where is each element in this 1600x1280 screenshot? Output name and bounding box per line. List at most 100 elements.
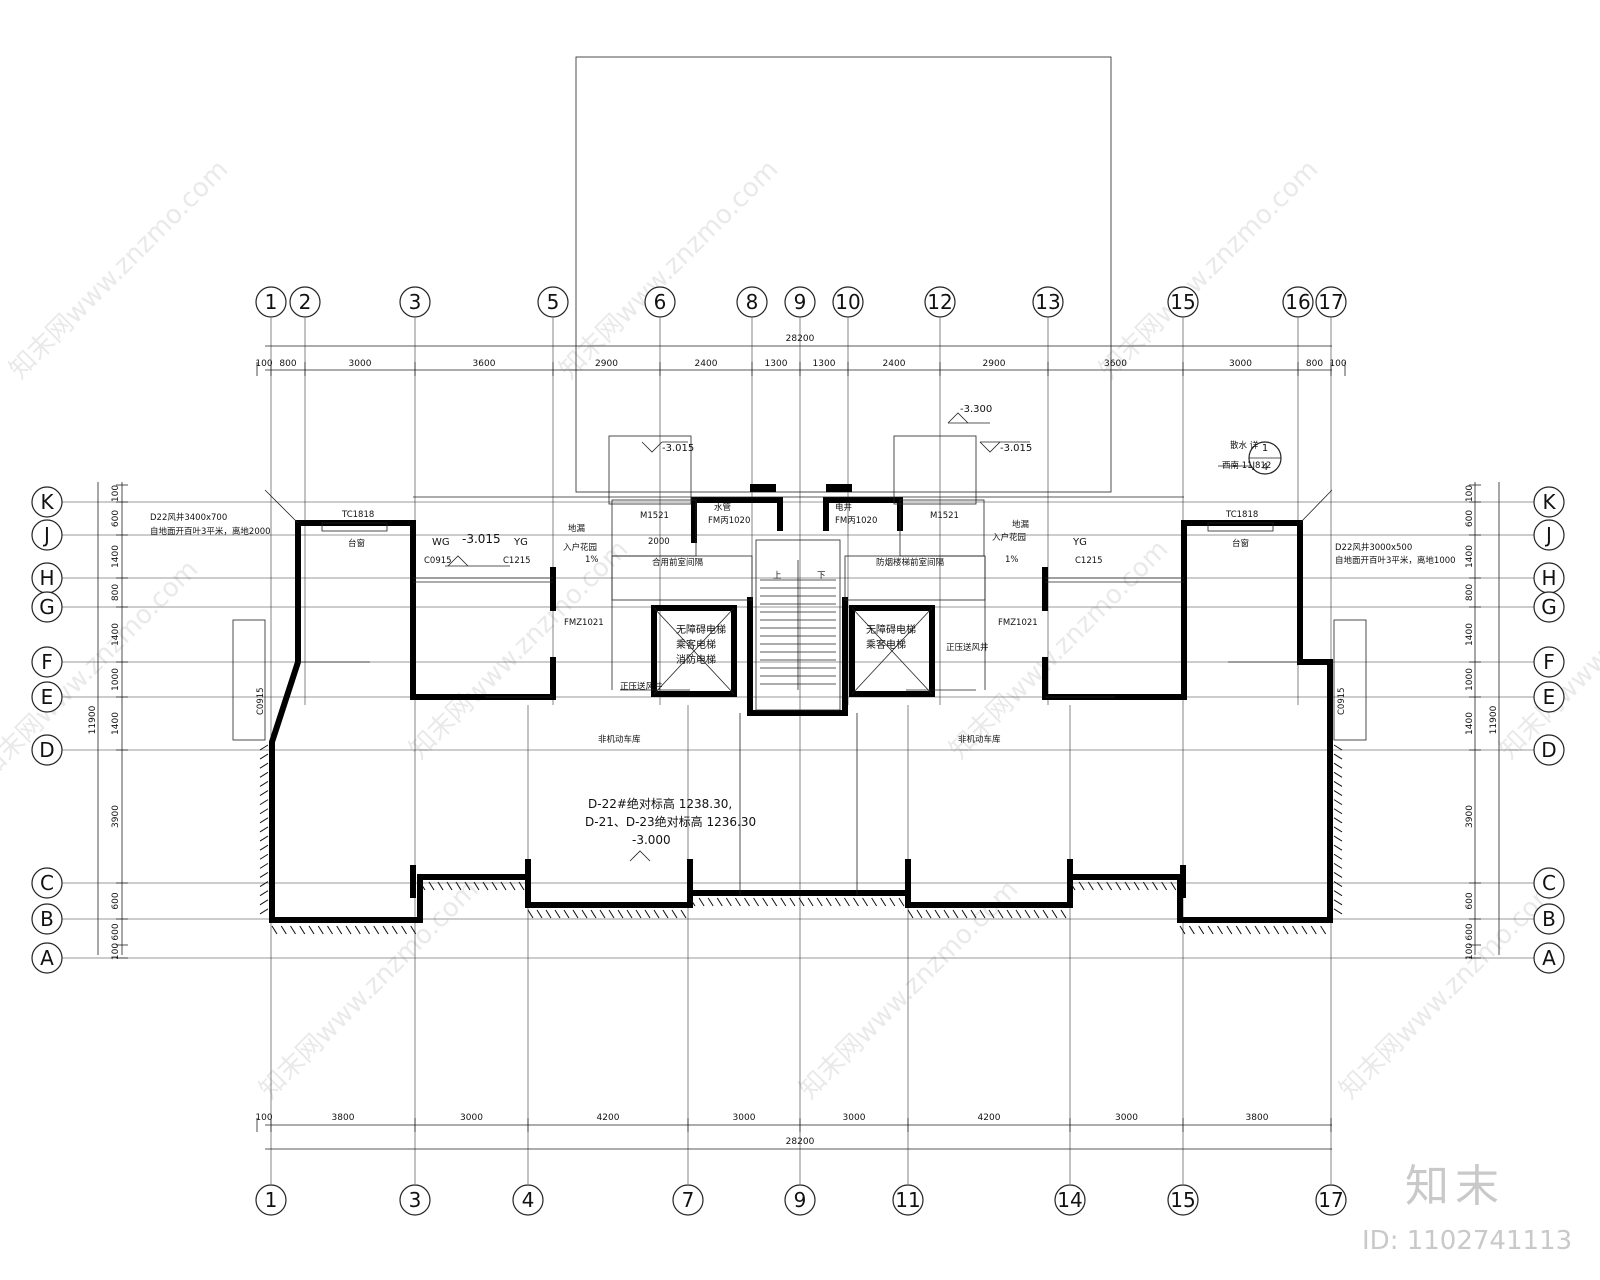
door-code: FMZ1021 — [998, 618, 1038, 628]
shaft-note: D22风井3400x700 — [150, 512, 227, 523]
axis-label: A — [1542, 946, 1556, 970]
hatch-stroke — [997, 909, 1004, 919]
drain-label: 地漏 — [1012, 519, 1030, 530]
hatch-stroke — [599, 909, 606, 919]
hatch-stroke — [617, 909, 624, 919]
labels: -3.015 -3.015 -3.300 -3.015 WG YG YG C09… — [150, 404, 1456, 847]
hatch-stroke — [961, 909, 968, 919]
dimension-value: 1400 — [111, 545, 121, 568]
axis-bubble — [31, 681, 63, 713]
elevator-label: 消防电梯 — [676, 653, 716, 666]
hatch-stroke — [988, 909, 995, 919]
hatch-stroke — [391, 925, 398, 935]
hatch-stroke — [734, 897, 741, 907]
hatch-stroke — [259, 862, 269, 869]
axis-bubble — [736, 286, 768, 318]
hatch-stroke — [554, 909, 561, 919]
axis-label: H — [39, 566, 54, 590]
dimension-value: 3900 — [111, 805, 121, 828]
hatch-stroke — [259, 835, 269, 842]
hatch-stroke — [259, 790, 269, 796]
hatch-stroke — [653, 909, 660, 919]
dimension-value: 1400 — [1465, 545, 1475, 568]
hatch-stroke — [1333, 799, 1343, 806]
hatch-stroke — [1333, 771, 1343, 778]
stair-treads — [760, 579, 836, 685]
hatch-stroke — [1333, 853, 1343, 860]
hatch-stroke — [259, 808, 269, 815]
elevation-note: D-21、D-23绝对标高 1236.30 — [585, 814, 756, 829]
watermark: 知末网www.znzmo.com — [554, 154, 785, 385]
dimension-value: 600 — [1465, 923, 1475, 940]
axis-bubble — [644, 286, 676, 318]
hatch-stroke — [345, 925, 352, 935]
dimension-value: 1400 — [111, 712, 121, 735]
dimension-value: 100 — [255, 1113, 272, 1123]
hatch-stroke — [1333, 790, 1343, 796]
hatch-stroke — [1106, 881, 1113, 891]
detail-sheet: 4 — [1262, 462, 1268, 473]
shaft-label: 正压送风井 — [946, 642, 989, 653]
detail-callout: 1 4 — [1218, 441, 1282, 475]
hatch-stroke — [259, 872, 269, 878]
hatch-stroke — [581, 909, 588, 919]
hatch-stroke — [671, 909, 678, 919]
dimension-value: 2900 — [595, 359, 618, 369]
window-code: C0915 — [256, 687, 266, 715]
hatch-stroke — [259, 853, 269, 860]
hatch-stroke — [898, 897, 905, 907]
hatch-stroke — [934, 909, 941, 919]
dimension-value: 3000 — [349, 359, 372, 369]
hatch-stroke — [1087, 881, 1094, 891]
hatch-stroke — [789, 897, 796, 907]
axis-bubble — [1167, 286, 1199, 318]
dimension-value: 100 — [1329, 359, 1346, 369]
shaft-label: 正压送风井 — [620, 681, 663, 692]
hatch-stroke — [1235, 925, 1242, 935]
hatch-stroke — [1333, 908, 1343, 915]
hatch-stroke — [626, 909, 633, 919]
hatch-stroke — [635, 909, 642, 919]
dimension-value: 1400 — [1465, 623, 1475, 646]
axis-label: 9 — [794, 290, 807, 314]
hatch-stroke — [1301, 925, 1308, 935]
hatch-stroke — [1207, 925, 1214, 935]
axis-label: E — [1543, 685, 1556, 709]
axis-label: G — [1541, 595, 1557, 619]
hatch-stroke — [1333, 753, 1343, 760]
axis-label: 12 — [927, 290, 952, 314]
hatch-stroke — [853, 897, 859, 907]
hatch-stroke — [825, 897, 832, 907]
hatch-stroke — [401, 925, 407, 935]
hatch-stroke — [446, 881, 453, 891]
hatch-stroke — [410, 925, 417, 935]
hatch-stroke — [1161, 881, 1168, 891]
dimension-value: 800 — [1306, 359, 1323, 369]
dimension-value: 2400 — [883, 359, 906, 369]
hatch-stroke — [1333, 780, 1343, 787]
axis-bubble — [31, 942, 63, 974]
axis-bubble — [784, 286, 816, 318]
elevator-label: 无障碍电梯 — [676, 623, 726, 636]
shaft-note: 自地面开百叶3平米，离地1000 — [1335, 555, 1456, 566]
hatch-stroke — [952, 909, 959, 919]
elevation-mark: -3.015 — [462, 532, 501, 546]
hatch-stroke — [590, 909, 597, 919]
axis-bubble — [1167, 1184, 1199, 1216]
hatch-stroke — [862, 897, 869, 907]
dimension-value: 600 — [111, 923, 121, 940]
dimension-value: 1000 — [111, 668, 121, 691]
hatch-stroke — [680, 909, 687, 919]
hatch-stroke — [1179, 925, 1186, 935]
axis-label: 6 — [654, 290, 667, 314]
hatch-stroke — [707, 897, 714, 907]
vertical-grid-lines — [270, 318, 1332, 1184]
hatch-stroke — [327, 925, 333, 935]
hatch-stroke — [807, 897, 814, 907]
window-code: C1215 — [503, 556, 531, 566]
axis-label: E — [41, 685, 54, 709]
hatch-stroke — [907, 909, 914, 919]
dimension-value: 600 — [1465, 892, 1475, 909]
hatch-stroke — [259, 817, 269, 824]
dimension-value: 1000 — [1465, 668, 1475, 691]
